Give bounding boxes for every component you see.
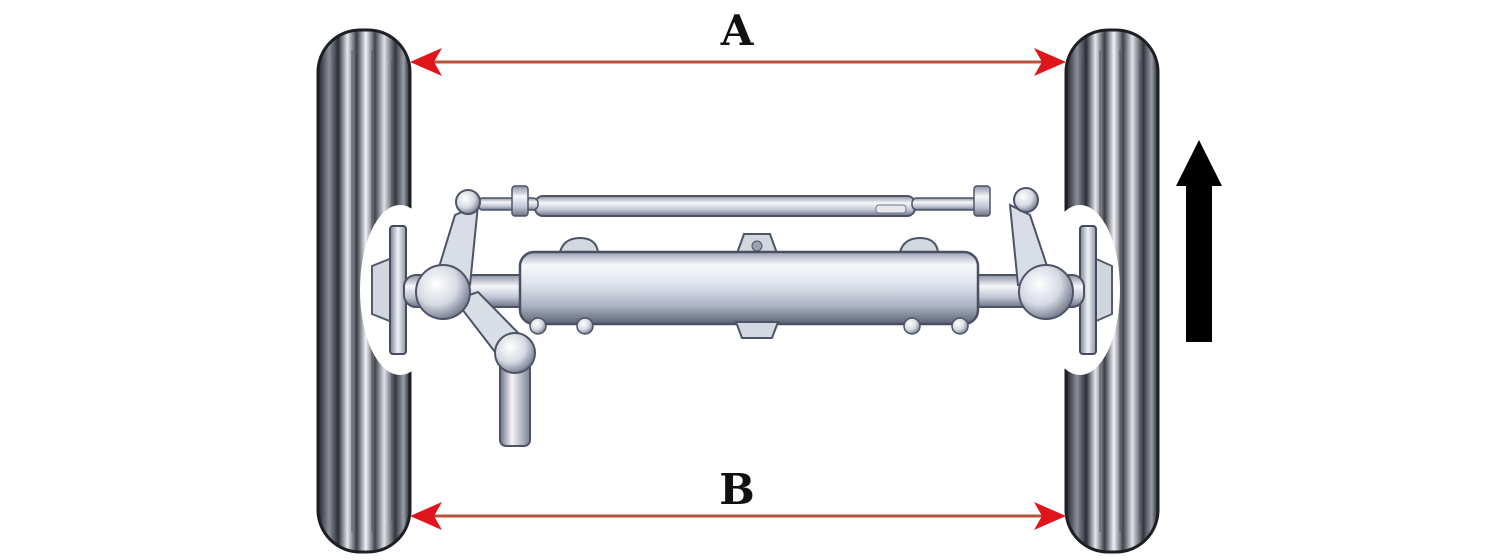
left-hub-flange bbox=[371, 225, 407, 355]
steering-cylinder bbox=[518, 233, 980, 339]
dimension-b-label: B bbox=[719, 465, 755, 514]
dimension-a-arrow bbox=[410, 48, 1066, 76]
tie-rod bbox=[477, 185, 991, 217]
left-ball-joint bbox=[415, 264, 471, 320]
right-ball-joint bbox=[1018, 264, 1074, 320]
dimension-a-label: A bbox=[720, 6, 755, 55]
up-arrow-icon bbox=[1176, 140, 1222, 342]
right-hub-flange bbox=[1079, 225, 1113, 355]
drag-link bbox=[453, 290, 536, 447]
dimension-b-arrow bbox=[410, 502, 1066, 530]
